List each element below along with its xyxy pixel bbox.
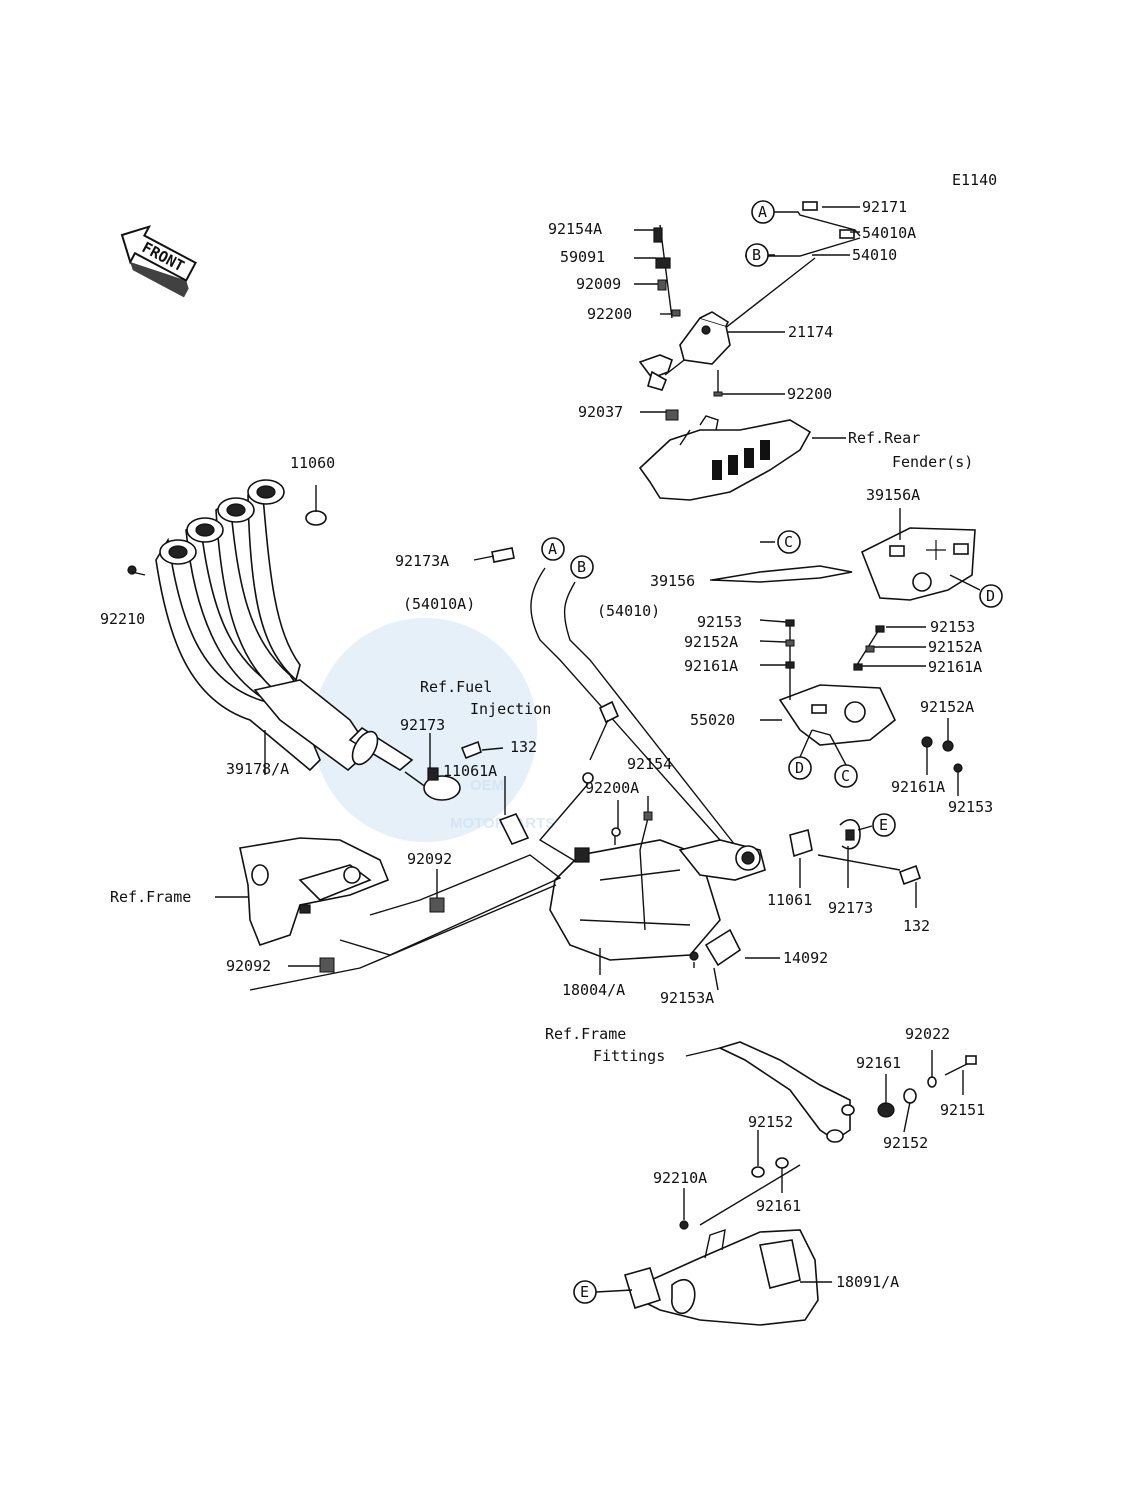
label-ref-frame-fit-1: Ref.Frame <box>545 1025 626 1043</box>
label-92200-top: 92200 <box>587 305 632 323</box>
callout-A-mid-label: A <box>548 540 557 558</box>
label-92151: 92151 <box>940 1101 985 1119</box>
callout-E-mid-label: E <box>879 816 888 834</box>
callout-B-top-label: B <box>752 246 761 264</box>
label-39156: 39156 <box>650 572 695 590</box>
label-92152A-c: 92152A <box>920 698 974 716</box>
label-92161-a: 92161 <box>856 1054 901 1072</box>
label-92152-b: 92152 <box>883 1134 928 1152</box>
label-92161-b: 92161 <box>756 1197 801 1215</box>
callout-D-mid: D <box>788 756 812 780</box>
label-132-b: 132 <box>903 917 930 935</box>
callout-E-bottom: E <box>573 1280 597 1304</box>
label-92153-c: 92153 <box>948 798 993 816</box>
frame-fittings-ref <box>679 1041 977 1230</box>
silencer <box>623 1228 819 1326</box>
label-21174: 21174 <box>788 323 833 341</box>
callout-A-top: A <box>751 200 775 224</box>
frame-ref <box>239 837 562 991</box>
label-92022: 92022 <box>905 1025 950 1043</box>
leader-lines <box>131 206 964 1293</box>
diagram-code: E1140 <box>952 171 997 189</box>
label-92153-b: 92153 <box>930 618 975 636</box>
label-92092-a: 92092 <box>407 850 452 868</box>
label-14092: 14092 <box>783 949 828 967</box>
label-11060: 11060 <box>290 454 335 472</box>
callout-B-mid-label: B <box>577 558 586 576</box>
rear-sleeve <box>789 818 922 886</box>
label-55020: 55020 <box>690 711 735 729</box>
rear-fender-ref <box>638 415 812 501</box>
exhaust-valve-actuator <box>638 201 861 421</box>
label-92210: 92210 <box>100 610 145 628</box>
label-ref-rear-2: Fender(s) <box>892 453 973 471</box>
callout-C-top: C <box>777 530 801 554</box>
label-92173-a: 92173 <box>400 716 445 734</box>
label-92154: 92154 <box>627 755 672 773</box>
callout-D-top: D <box>979 584 1003 608</box>
label-54010: 54010 <box>852 246 897 264</box>
label-ref-fuel-2: Injection <box>470 700 551 718</box>
label-ref-frame-fit-2: Fittings <box>593 1047 665 1065</box>
watermark: OEM MOTORPARTS <box>313 618 555 842</box>
label-92200-mid: 92200 <box>787 385 832 403</box>
label-92154A: 92154A <box>548 220 602 238</box>
label-92171: 92171 <box>862 198 907 216</box>
label-92173-b: 92173 <box>828 899 873 917</box>
callout-C-mid: C <box>834 764 858 788</box>
label-92152-a: 92152 <box>748 1113 793 1131</box>
callout-E-bottom-label: E <box>580 1283 589 1301</box>
label-18004A: 18004/A <box>562 981 625 999</box>
label-92161A-a: 92161A <box>684 657 738 675</box>
callout-B-top: B <box>745 243 769 267</box>
front-arrow-icon: FRONT <box>120 225 197 298</box>
label-ref-rear-1: Ref.Rear <box>848 429 920 447</box>
callout-B-mid: B <box>570 555 594 579</box>
part-labels: 92171 92154A 54010A 59091 54010 92009 92… <box>100 198 993 1291</box>
label-ref-frame: Ref.Frame <box>110 888 191 906</box>
pre-chamber <box>549 811 766 991</box>
watermark-brand: OEM <box>470 777 504 794</box>
watermark-globe-icon <box>313 618 537 842</box>
exhaust-header-pipes <box>127 479 431 791</box>
label-54010A: 54010A <box>862 224 916 242</box>
label-132-a: 132 <box>510 738 537 756</box>
clamp-and-sleeve <box>423 740 530 846</box>
callout-E-mid: E <box>872 813 896 837</box>
label-92153-a: 92153 <box>697 613 742 631</box>
label-92161A-b: 92161A <box>928 658 982 676</box>
callout-A-mid: A <box>541 537 565 561</box>
label-18091A: 18091/A <box>836 1273 899 1291</box>
label-92200A: 92200A <box>585 779 639 797</box>
label-92152A-a: 92152A <box>684 633 738 651</box>
callout-C-top-label: C <box>784 533 793 551</box>
label-54010A-paren: (54010A) <box>403 595 475 613</box>
label-ref-fuel-1: Ref.Fuel <box>420 678 492 696</box>
label-92092-b: 92092 <box>226 957 271 975</box>
callout-D-top-label: D <box>986 587 995 605</box>
label-11061A: 11061A <box>443 762 497 780</box>
heat-shields <box>711 527 976 601</box>
oxygen-sensor <box>491 547 736 871</box>
label-54010-paren: (54010) <box>597 602 660 620</box>
label-92153A: 92153A <box>660 989 714 1007</box>
callout-markers: A B A B C D D C E E <box>541 200 1003 1304</box>
callout-A-top-label: A <box>758 203 767 221</box>
label-59091: 59091 <box>560 248 605 266</box>
callout-C-mid-label: C <box>841 767 850 785</box>
label-92152A-b: 92152A <box>928 638 982 656</box>
label-92210A: 92210A <box>653 1169 707 1187</box>
label-92173A: 92173A <box>395 552 449 570</box>
label-92009: 92009 <box>576 275 621 293</box>
label-39178A: 39178/A <box>226 760 289 778</box>
callout-D-mid-label: D <box>795 759 804 777</box>
label-92037: 92037 <box>578 403 623 421</box>
label-11061: 11061 <box>767 891 812 909</box>
label-39156A: 39156A <box>866 486 920 504</box>
label-92161A-c: 92161A <box>891 778 945 796</box>
